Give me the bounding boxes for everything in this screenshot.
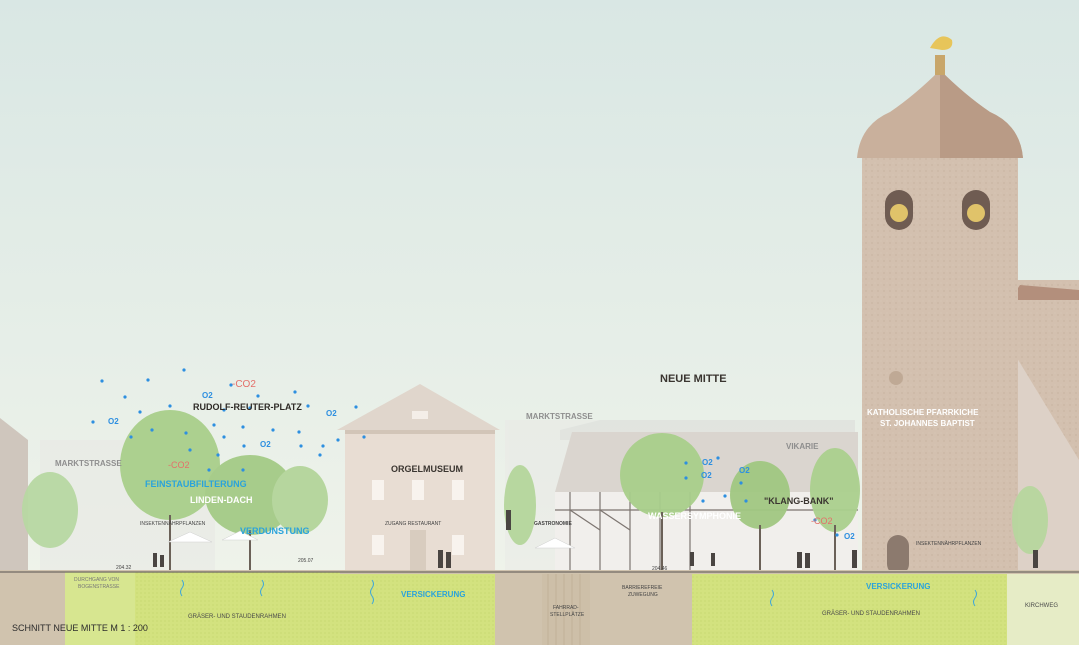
label-co2-right: -CO2 <box>811 516 833 526</box>
label-klang-bank: "KLANG-BANK" <box>764 496 834 506</box>
label-church-line2: ST. JOHANNES BAPTIST <box>880 419 975 428</box>
o2-label: O2 <box>844 532 855 541</box>
label-linden-dach: LINDEN-DACH <box>190 495 253 505</box>
label-marktstrasse-left: MARKTSTRASSE <box>55 459 122 468</box>
trees <box>22 410 1048 554</box>
elevation-3: 204.46 <box>652 566 668 572</box>
label-graeser-left: GRÄSER- UND STAUDENRAHMEN <box>188 614 286 620</box>
label-vikarie: VIKARIE <box>786 442 819 451</box>
umbrellas <box>167 530 576 549</box>
label-rudolf-reuter-platz: RUDOLF-REUTER-PLATZ <box>193 402 302 412</box>
bike-parking-surface <box>542 574 590 645</box>
label-co2-top: -CO2 <box>232 379 256 390</box>
o2-label: O2 <box>701 471 712 480</box>
planting-left <box>135 572 340 645</box>
label-graeser-right: GRÄSER- UND STAUDENRAHMEN <box>822 611 920 617</box>
o2-label: O2 <box>260 440 271 449</box>
label-co2-left: -CO2 <box>168 460 190 470</box>
label-insekten-right: INSEKTENNÄHRPFLANZEN <box>916 541 982 547</box>
label-feinstaubfilterung: FEINSTAUBFILTERUNG <box>145 479 247 489</box>
left-building <box>0 418 28 575</box>
planting-right <box>692 574 1007 645</box>
bike-hatching <box>547 574 581 645</box>
label-durchgang-line1: DURCHGANG VON <box>74 577 120 583</box>
durchgang-surface <box>65 572 135 645</box>
label-wassersymphonie: WASSERSYMPHONIE <box>648 511 742 521</box>
title: NEUE MITTE <box>660 373 727 385</box>
label-barriere-line1: BARRIEREFREIE <box>622 585 663 591</box>
o2-label: O2 <box>108 417 119 426</box>
label-kirchweg: KIRCHWEG <box>1025 603 1058 609</box>
o2-label: O2 <box>202 391 213 400</box>
label-versickerung-right: VERSICKERUNG <box>866 582 931 591</box>
o2-label: O2 <box>702 458 713 467</box>
label-barriere-line2: ZUWEGUNG <box>628 592 658 598</box>
label-fahrrad-line2: STELLPLÄTZE <box>550 612 585 618</box>
elevation-2: 205.07 <box>298 558 314 564</box>
label-marktstrasse-mid: MARKTSTRASSE <box>526 412 593 421</box>
label-orgelmuseum: ORGELMUSEUM <box>391 464 463 474</box>
label-zugang-restaurant: ZUGANG RESTAURANT <box>385 521 442 527</box>
label-versickerung-mid: VERSICKERUNG <box>401 590 466 599</box>
planting-mid <box>340 574 495 645</box>
versickerung-arrows <box>180 579 977 607</box>
caption: SCHNITT NEUE MITTE M 1 : 200 <box>12 623 148 633</box>
o2-label: O2 <box>326 409 337 418</box>
orgelmuseum-building <box>337 384 500 570</box>
label-church-line1: KATHOLISCHE PFARRKICHE <box>867 408 979 417</box>
kirchweg-surface <box>1007 574 1079 645</box>
label-verdunstung: VERDUNSTUNG <box>240 526 310 536</box>
label-insekten-left: INSEKTENNÄHRPFLANZEN <box>140 521 206 527</box>
label-gastronomie: GASTRONOMIE <box>534 521 572 527</box>
elevation-1: 204.32 <box>116 565 132 571</box>
label-durchgang-line2: BOGENSTRASSE <box>78 584 120 590</box>
o2-label: O2 <box>739 466 750 475</box>
people <box>153 510 1038 568</box>
label-fahrrad-line1: FAHRRAD- <box>553 605 579 611</box>
